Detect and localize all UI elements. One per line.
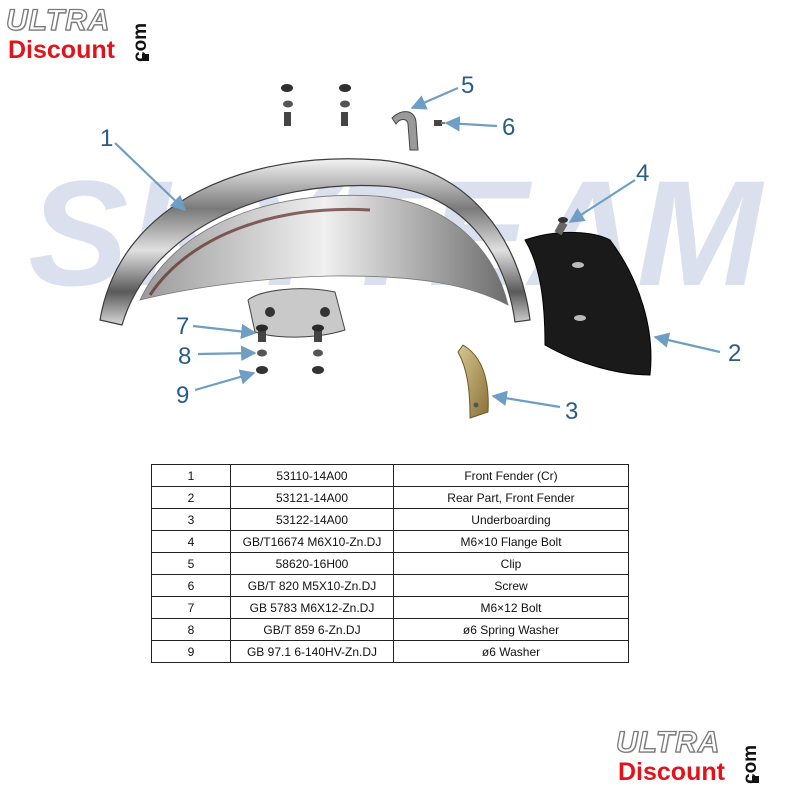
part-description-cell: M6×12 Bolt bbox=[393, 596, 629, 619]
part-code-cell: 53122-14A00 bbox=[230, 508, 394, 531]
arrow-7 bbox=[192, 323, 257, 340]
arrow-2 bbox=[653, 332, 721, 354]
arrow-6 bbox=[444, 116, 498, 132]
logo-ultra-text: ULTRA bbox=[5, 3, 111, 37]
part-code-cell: GB/T 820 M5X10-Zn.DJ bbox=[230, 574, 394, 597]
top-bolt-set-right bbox=[339, 84, 351, 126]
logo-discount-text: Discount bbox=[618, 758, 725, 786]
logo-dot bbox=[142, 54, 149, 61]
part-description-cell: Clip bbox=[393, 552, 629, 575]
part-description-cell: Rear Part, Front Fender bbox=[393, 486, 629, 509]
part-code-cell: GB 97.1 6-140HV-Zn.DJ bbox=[230, 640, 394, 663]
clip-part bbox=[391, 111, 419, 151]
underboarding-bracket bbox=[457, 344, 489, 419]
part-code-cell: GB 5783 M6X12-Zn.DJ bbox=[230, 596, 394, 619]
logo-dot bbox=[752, 776, 759, 783]
callout-5: 5 bbox=[461, 72, 474, 99]
table-row: 7 GB 5783 M6X12-Zn.DJ M6×12 Bolt bbox=[151, 596, 629, 619]
lower-bolt-set-right bbox=[312, 324, 324, 374]
part-code-cell: GB/T16674 M6X10-Zn.DJ bbox=[230, 530, 394, 553]
part-code-cell: 53121-14A00 bbox=[230, 486, 394, 509]
flange-bolt-part bbox=[554, 217, 568, 236]
logo-discount-text: Discount bbox=[8, 36, 115, 64]
part-number-cell: 8 bbox=[151, 618, 231, 641]
arrow-9 bbox=[194, 369, 256, 392]
part-number-cell: 6 bbox=[151, 574, 231, 597]
part-number-cell: 1 bbox=[151, 464, 231, 487]
part-number-cell: 4 bbox=[151, 530, 231, 553]
callout-8: 8 bbox=[178, 343, 191, 370]
part-description-cell: ø6 Washer bbox=[393, 640, 629, 663]
arrow-4 bbox=[568, 179, 636, 223]
table-row: 9 GB 97.1 6-140HV-Zn.DJ ø6 Washer bbox=[151, 640, 629, 663]
front-fender-part bbox=[99, 158, 531, 338]
logo-ultra-text: ULTRA bbox=[615, 725, 721, 759]
part-description-cell: Underboarding bbox=[393, 508, 629, 531]
callout-2: 2 bbox=[728, 340, 741, 367]
leader-arrows bbox=[114, 86, 721, 409]
rear-part-front-fender bbox=[524, 232, 652, 376]
part-number-cell: 7 bbox=[151, 596, 231, 619]
lower-bolt-set-left bbox=[256, 324, 268, 374]
arrow-5 bbox=[410, 86, 459, 110]
callout-4: 4 bbox=[636, 160, 649, 187]
callout-9: 9 bbox=[176, 382, 189, 409]
ultra-discount-logo-top: ULTRA Discount com bbox=[5, 3, 176, 70]
part-description-cell: M6×10 Flange Bolt bbox=[393, 530, 629, 553]
top-bolt-set-left bbox=[281, 84, 293, 126]
part-description-cell: Front Fender (Cr) bbox=[393, 464, 629, 487]
table-row: 6 GB/T 820 M5X10-Zn.DJ Screw bbox=[151, 574, 629, 597]
arrow-8 bbox=[197, 345, 257, 361]
arrow-3 bbox=[491, 390, 561, 409]
fender-exploded-diagram: SKYTEAM bbox=[28, 72, 764, 425]
callout-6: 6 bbox=[502, 114, 515, 141]
callout-3: 3 bbox=[565, 398, 578, 425]
table-row: 2 53121-14A00 Rear Part, Front Fender bbox=[151, 486, 629, 509]
table-row: 1 53110-14A00 Front Fender (Cr) bbox=[151, 464, 629, 487]
parts-table: 1 53110-14A00 Front Fender (Cr) 2 53121-… bbox=[151, 464, 629, 663]
part-number-cell: 9 bbox=[151, 640, 231, 663]
part-code-cell: 53110-14A00 bbox=[230, 464, 394, 487]
ultra-discount-logo-bottom: ULTRA Discount com bbox=[615, 725, 786, 792]
table-row: 3 53122-14A00 Underboarding bbox=[151, 508, 629, 531]
part-code-cell: 58620-16H00 bbox=[230, 552, 394, 575]
part-description-cell: Screw bbox=[393, 574, 629, 597]
part-number-cell: 3 bbox=[151, 508, 231, 531]
screw-part bbox=[434, 120, 445, 126]
part-number-cell: 5 bbox=[151, 552, 231, 575]
logo-com-text: com bbox=[130, 22, 151, 62]
part-number-cell: 2 bbox=[151, 486, 231, 509]
part-description-cell: ø6 Spring Washer bbox=[393, 618, 629, 641]
table-row: 5 58620-16H00 Clip bbox=[151, 552, 629, 575]
logo-com-text: com bbox=[740, 744, 761, 784]
table-row: 8 GB/T 859 6-Zn.DJ ø6 Spring Washer bbox=[151, 618, 629, 641]
part-code-cell: GB/T 859 6-Zn.DJ bbox=[230, 618, 394, 641]
callout-1: 1 bbox=[100, 125, 113, 152]
callout-7: 7 bbox=[176, 313, 189, 340]
arrow-1 bbox=[114, 142, 187, 212]
table-row: 4 GB/T16674 M6X10-Zn.DJ M6×10 Flange Bol… bbox=[151, 530, 629, 553]
